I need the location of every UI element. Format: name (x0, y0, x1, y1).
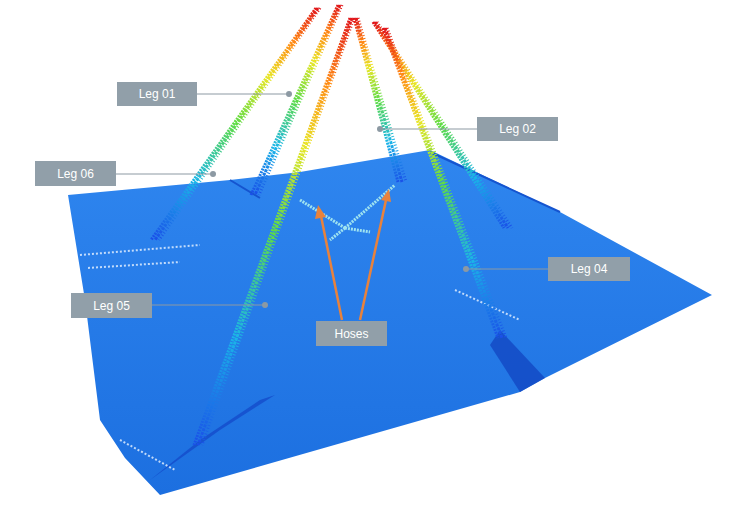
hose-lines (300, 185, 395, 240)
jacket-leg (159, 8, 320, 240)
jacket-leg (358, 18, 406, 182)
jacket-leg (198, 18, 352, 445)
jacket-leg (155, 8, 318, 240)
callout-label: Leg 06 (57, 167, 94, 181)
callout-label: Hoses (334, 327, 368, 341)
jacket-leg (356, 18, 402, 182)
seabed-fold (490, 330, 545, 392)
callout-label: Leg 05 (93, 299, 130, 313)
callout-box: Hoses (316, 321, 387, 346)
jacket-leg (387, 28, 506, 338)
callout-label: Leg 01 (139, 87, 176, 101)
jacket-leg (383, 28, 498, 338)
seabed-streak (80, 245, 520, 470)
jacket-leg (259, 5, 342, 195)
jacket-leg (251, 5, 338, 195)
jacket-leg (385, 28, 502, 338)
seabed-plane (68, 150, 712, 495)
hose-arrows (315, 189, 391, 320)
leader-dots (210, 91, 469, 308)
jacket-leg (194, 18, 350, 445)
callout-box: Leg 01 (117, 82, 197, 106)
callout-box: Leg 06 (35, 161, 116, 186)
callout-box: Leg 05 (71, 293, 152, 318)
callout-label: Leg 04 (571, 262, 608, 276)
callout-label: Leg 02 (499, 122, 536, 136)
jacket-leg (202, 18, 354, 445)
callout-box: Leg 04 (548, 257, 630, 281)
callout-box: Leg 02 (477, 117, 558, 141)
